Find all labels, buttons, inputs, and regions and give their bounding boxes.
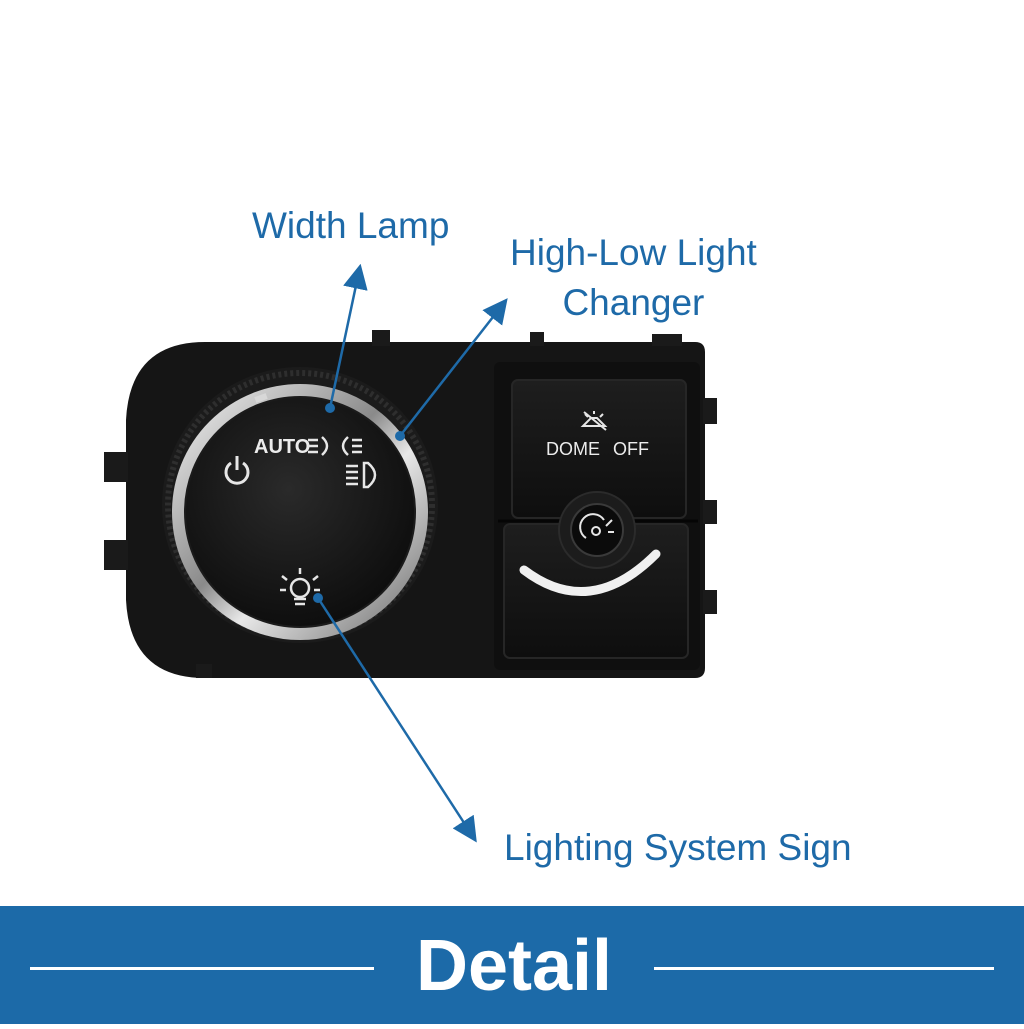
high-low-light-callout: High-Low Light Changer (510, 225, 757, 325)
lighting-system-sign-callout: Lighting System Sign (504, 827, 852, 868)
high-low-arrow (399, 298, 508, 437)
lighting-system-arrow (316, 597, 477, 843)
callout-arrows (316, 263, 508, 843)
dimmer-scale-arc (519, 549, 661, 596)
dome-label: DOME (546, 439, 600, 459)
high-low-line-2: Changer (562, 281, 705, 323)
headlamp-rotary-knob (162, 367, 438, 643)
knob-auto-label: AUTO (254, 436, 310, 458)
off-label: OFF (613, 439, 649, 459)
width-lamp-arrow (328, 263, 368, 409)
banner-title: Detail (415, 926, 613, 1006)
callout-anchor-dots (313, 403, 405, 603)
lighting-sun-icon (280, 568, 320, 606)
banner-divider-left (30, 967, 374, 970)
dimmer-thumbwheel (558, 491, 636, 569)
width-lamp-callout: Width Lamp (252, 205, 450, 246)
dimmer-icon (579, 513, 614, 539)
headlamp-icon (346, 461, 377, 489)
dome-off-icon (580, 411, 608, 431)
detail-banner: Detail (0, 906, 1024, 1024)
high-low-line-1: High-Low Light (510, 232, 757, 273)
parking-lamp-icon (308, 436, 362, 456)
power-icon (224, 456, 250, 485)
banner-divider-right (654, 967, 994, 970)
